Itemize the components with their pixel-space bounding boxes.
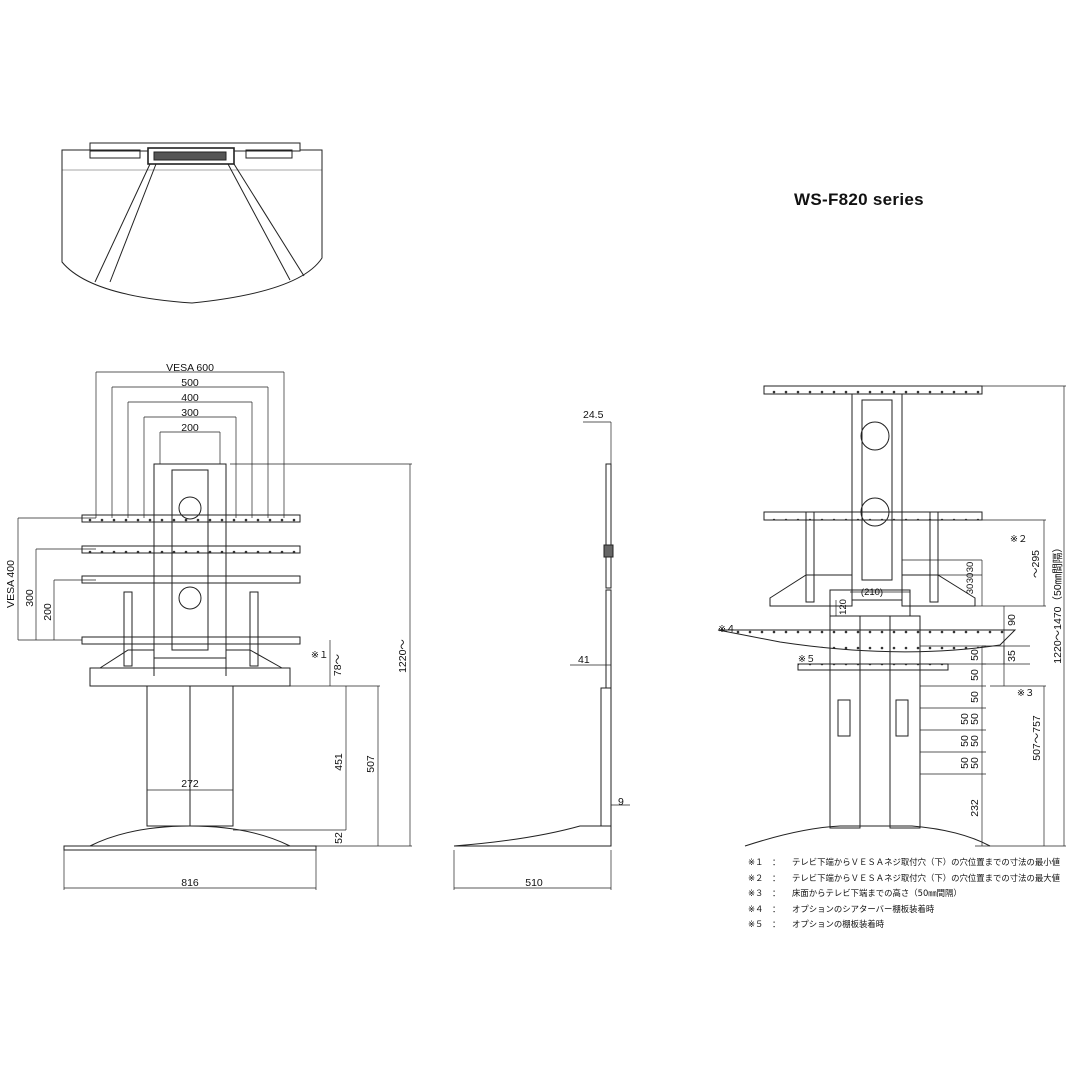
step-label-2: 50	[969, 669, 981, 681]
dim-35-label: 35	[1006, 650, 1018, 662]
note-mark: ※５	[748, 919, 764, 930]
base-width-label: 816	[181, 877, 199, 889]
dim-90-label: 90	[1006, 614, 1018, 626]
min-height-label: 78～	[332, 653, 344, 676]
range-507-757-label: 507～757	[1031, 715, 1043, 761]
dim-52-label: 52	[333, 832, 345, 844]
note-mark: ※３	[748, 888, 764, 899]
base-thickness-label: 9	[618, 796, 624, 808]
note-mark: ※１	[748, 857, 764, 867]
mark3-label: ※３	[1017, 688, 1034, 699]
top-view	[61, 142, 323, 304]
step-label-8: 50	[959, 757, 971, 769]
vesa-width-500-label: 500	[181, 377, 199, 389]
mount-offset-label: 41	[578, 654, 590, 666]
note-separator: ：	[772, 903, 781, 914]
vesa-height-200-label: 200	[42, 603, 54, 621]
step-label-7: 50	[959, 735, 971, 747]
note-separator: ：	[772, 919, 781, 930]
mark5-label: ※５	[798, 654, 815, 665]
note1-marker: ※１	[311, 650, 328, 661]
range-total-label: 1220～1470（50㎜間隔）	[1052, 542, 1064, 663]
note-item: ※５ ： オプションの棚板装着時	[748, 917, 1060, 933]
side-view	[453, 421, 630, 890]
base-232-label: 232	[969, 799, 981, 817]
note-text: テレビ下端からＶＥＳＡネジ取付穴（下）の穴位置までの寸法の最小値	[792, 857, 1060, 867]
vesa-width-200-label: 200	[181, 422, 199, 434]
step-label-1: 50	[969, 649, 981, 661]
vesa-height-300-label: 300	[24, 589, 36, 607]
step-label-6: 50	[969, 757, 981, 769]
dim-507-label: 507	[365, 755, 377, 773]
vesa-height-400-label: VESA 400	[5, 560, 17, 608]
top-thickness-label: 24.5	[583, 409, 604, 421]
note-item: ※２ ： テレビ下端からＶＥＳＡネジ取付穴（下）の穴位置までの寸法の最大値	[748, 871, 1060, 887]
note-item: ※１ ： テレビ下端からＶＥＳＡネジ取付穴（下）の穴位置までの寸法の最小値	[748, 855, 1060, 871]
step-label-9: 50	[959, 713, 971, 725]
top-dim-label: 120	[838, 599, 849, 615]
vesa-step-3: 30	[965, 584, 976, 595]
detail-view	[717, 385, 1066, 847]
vesa-width-600-label: VESA 600	[166, 362, 214, 374]
step-label-3: 50	[969, 691, 981, 703]
mark2-label: ※２	[1010, 534, 1027, 545]
depth-label: 510	[525, 877, 543, 889]
step-label-5: 50	[969, 735, 981, 747]
note-text: テレビ下端からＶＥＳＡネジ取付穴（下）の穴位置までの寸法の最大値	[792, 872, 1060, 883]
vesa-width-400-label: 400	[181, 392, 199, 404]
note-mark: ※４	[748, 903, 764, 914]
note-mark: ※２	[748, 872, 764, 883]
note-text: オプションのシアターバー棚板装着時	[792, 903, 935, 914]
note-separator: ：	[772, 888, 781, 899]
step-label-4: 50	[969, 713, 981, 725]
mark4-label: ※４	[718, 624, 735, 635]
width-210-label: (210)	[861, 587, 883, 598]
page-title: WS-F820 series	[794, 190, 924, 209]
note-item: ※３ ： 床面からテレビ下端までの高さ（50㎜間隔）	[748, 886, 1060, 902]
vesa-step-2: 30	[965, 573, 976, 584]
vesa-step-1: 30	[965, 562, 976, 573]
note-text: オプションの棚板装着時	[792, 919, 885, 930]
front-view	[17, 371, 412, 890]
note-text: 床面からテレビ下端までの高さ（50㎜間隔）	[792, 888, 962, 899]
notes-list: ※１ ： テレビ下端からＶＥＳＡネジ取付穴（下）の穴位置までの寸法の最小値 ※２…	[748, 855, 1060, 933]
column-width-label: 272	[181, 778, 199, 790]
note-separator: ：	[772, 872, 781, 883]
note-item: ※４ ： オプションのシアターバー棚板装着時	[748, 902, 1060, 918]
vesa-width-300-label: 300	[181, 407, 199, 419]
dim-451-label: 451	[333, 753, 345, 771]
note-separator: ：	[772, 857, 781, 867]
range-295-label: ～295	[1030, 550, 1042, 578]
total-height-label: 1220～	[397, 639, 409, 673]
